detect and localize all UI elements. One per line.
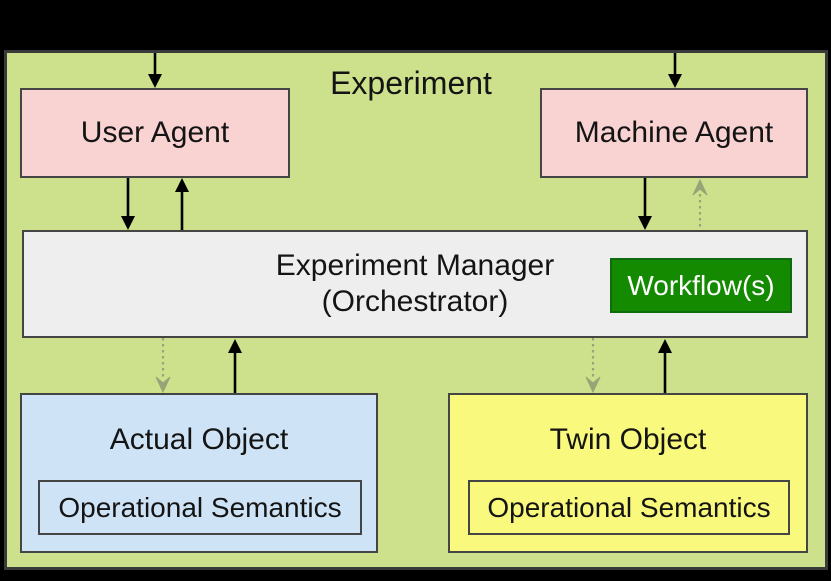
experiment-manager-label-line1: Experiment Manager xyxy=(275,249,555,282)
arrow-machine-agent-to-manager xyxy=(638,178,652,230)
arrow-external-to-machine-agent xyxy=(668,53,682,88)
experiment-manager-label-line2: (Orchestrator) xyxy=(321,285,509,318)
twin-operational-semantics-box: Operational Semantics xyxy=(468,480,790,535)
actual-object-box xyxy=(20,393,378,553)
arrow-twin-object-to-manager xyxy=(658,339,672,393)
workflow-label: Workflow(s) xyxy=(627,269,775,301)
experiment-title: Experiment xyxy=(330,65,492,101)
arrow-manager-to-actual-object-dotted xyxy=(155,338,171,394)
actual-operational-semantics-box: Operational Semantics xyxy=(38,480,362,535)
twin-object-label: Twin Object xyxy=(549,423,707,456)
arrow-manager-to-twin-object-dotted xyxy=(585,338,601,394)
experiment-manager-label: Experiment Manager (Orchestrator) xyxy=(22,230,808,338)
twin-object-box xyxy=(448,393,808,553)
workflow-box: Workflow(s) xyxy=(610,258,792,313)
arrow-manager-to-user-agent xyxy=(175,178,189,230)
actual-operational-semantics-label: Operational Semantics xyxy=(58,491,342,523)
machine-agent-label: Machine Agent xyxy=(574,116,774,149)
user-agent-label: User Agent xyxy=(80,116,230,149)
arrow-manager-to-machine-agent-dotted xyxy=(692,178,708,230)
arrow-external-to-user-agent xyxy=(148,53,162,88)
arrow-actual-object-to-manager xyxy=(228,339,242,393)
user-agent-box: User Agent xyxy=(20,88,290,178)
machine-agent-box: Machine Agent xyxy=(540,88,808,178)
twin-operational-semantics-label: Operational Semantics xyxy=(487,491,771,523)
actual-object-label: Actual Object xyxy=(109,423,289,456)
arrow-user-agent-to-manager xyxy=(121,178,135,230)
